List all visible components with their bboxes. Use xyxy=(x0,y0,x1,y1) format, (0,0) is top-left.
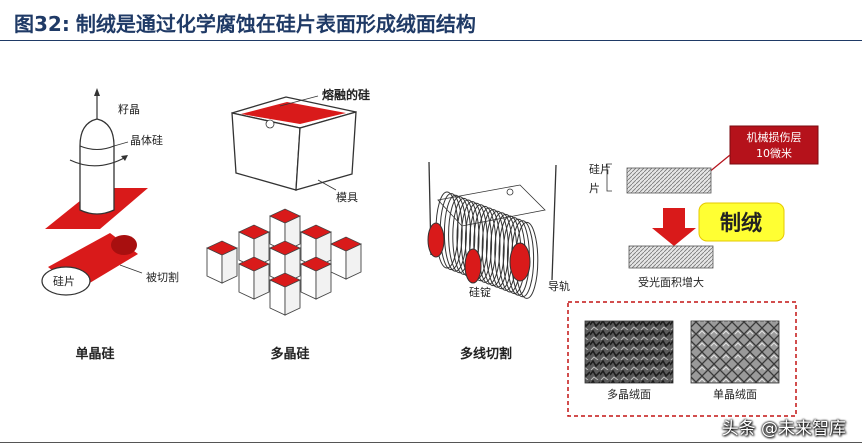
damage-layer-callout xyxy=(729,125,819,165)
mold-label: 模具 xyxy=(336,191,358,204)
rotation-arrow-icon xyxy=(121,155,128,161)
mono-wafer-label: 硅片 xyxy=(53,275,75,288)
figure-title: 图32:制绒是通过化学腐蚀在硅片表面形成绒面结构 xyxy=(14,8,476,37)
wire-caption: 多线切割 xyxy=(460,346,512,362)
poly-block xyxy=(269,208,301,252)
wire-saw-panel: 硅锭 导轨 多线切割 xyxy=(427,161,570,362)
mold-side xyxy=(295,111,357,191)
mono-texture-photo xyxy=(690,320,780,384)
molten-silicon-label: 熔融的硅 xyxy=(322,87,370,102)
poly-block-grid xyxy=(206,208,362,316)
raw-wafer xyxy=(626,167,712,194)
cut-label: 被切割 xyxy=(146,270,179,284)
wire-loop xyxy=(452,197,476,275)
poly-block xyxy=(206,240,238,284)
texturing-panel: 机械损伤层 10微米 硅片 片 制绒 受光面积增大 多晶绒面 单晶绒面 xyxy=(567,125,819,417)
poly-texture-label: 多晶绒面 xyxy=(607,387,651,401)
mono-caption: 单晶硅 xyxy=(75,346,114,362)
poly-caption: 多晶硅 xyxy=(270,346,309,362)
wire-loop xyxy=(469,204,493,282)
molten-silicon xyxy=(241,102,346,124)
guide-rail-label: 导轨 xyxy=(548,279,570,293)
poly-block xyxy=(238,256,270,300)
poly-block xyxy=(330,236,362,280)
damage-layer-line1: 机械损伤层 xyxy=(747,130,802,144)
right-roller xyxy=(509,242,531,282)
texturing-badge xyxy=(698,202,785,242)
mono-ingot xyxy=(79,118,115,215)
footer-rule xyxy=(0,442,862,443)
figure-title-text: 制绒是通过化学腐蚀在硅片表面形成绒面结构 xyxy=(75,12,476,36)
textured-wafer xyxy=(628,245,714,269)
watermark: 头条 @未来智库 xyxy=(721,419,846,439)
wire-loop xyxy=(481,209,505,287)
wire-loop xyxy=(448,196,472,274)
wire-frame xyxy=(437,184,546,227)
crystal-silicon-label: 晶体硅 xyxy=(130,133,163,147)
mono-texture-label: 单晶绒面 xyxy=(713,388,757,401)
left-roller xyxy=(427,222,445,258)
mono-silicon-panel: 籽晶 晶体硅 硅片 被切割 单晶硅 xyxy=(41,88,179,362)
poly-texture-photo xyxy=(584,320,674,384)
mono-wafer-end xyxy=(41,266,91,296)
wire-loop xyxy=(443,194,467,272)
figure-header: 图32:制绒是通过化学腐蚀在硅片表面形成绒面结构 xyxy=(0,0,862,41)
poly-block xyxy=(269,272,301,316)
wire-loop xyxy=(477,207,501,285)
texture-photos-box xyxy=(567,301,797,417)
poly-block xyxy=(269,240,301,284)
center-roller xyxy=(464,248,482,284)
figure-label: 图32: xyxy=(14,12,70,36)
poly-silicon-panel: 熔融的硅 模具 多晶硅 xyxy=(206,87,370,362)
wafer-label-top: 硅片 xyxy=(589,163,611,176)
poly-block xyxy=(300,256,332,300)
poly-block xyxy=(300,224,332,268)
area-increase-label: 受光面积增大 xyxy=(638,275,704,289)
poly-block xyxy=(238,224,270,268)
silicon-rod-label: 硅锭 xyxy=(469,285,491,299)
seed-arrow-icon xyxy=(94,88,100,96)
texturing-diagram: 籽晶 晶体硅 硅片 被切割 单晶硅 熔融的硅 模具 多晶硅 xyxy=(41,87,819,417)
wire-loop xyxy=(485,210,509,288)
wire-coils xyxy=(435,184,546,299)
seed-crystal-label: 籽晶 xyxy=(118,103,140,116)
wire-loop xyxy=(473,205,497,283)
texturing-label: 制绒 xyxy=(720,211,762,235)
down-arrow-icon xyxy=(652,208,696,246)
wafer-label-bottom: 片 xyxy=(589,182,600,195)
damage-layer-line2: 10微米 xyxy=(756,146,792,160)
